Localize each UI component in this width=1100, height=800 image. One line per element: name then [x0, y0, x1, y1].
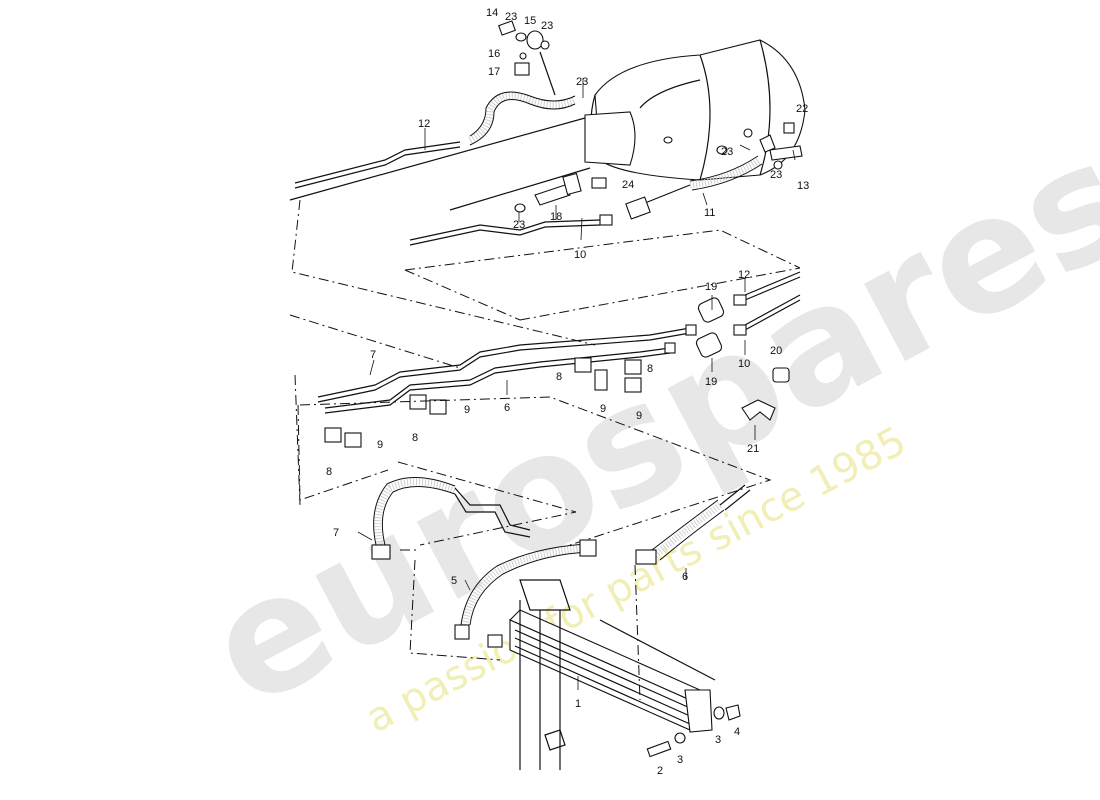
callout-4: 4 [734, 726, 740, 738]
callout-23: 23 [513, 219, 525, 231]
hose-7-lower [371, 476, 531, 560]
callout-16: 16 [488, 48, 500, 60]
callout-3: 3 [715, 734, 721, 746]
callout-9: 9 [464, 404, 470, 416]
oil-cooler [509, 579, 716, 770]
callout-7: 7 [333, 527, 339, 539]
callout-20: 20 [770, 345, 782, 357]
assembly-outline-mid [289, 314, 772, 546]
callout-8: 8 [326, 466, 332, 478]
callout-9: 9 [377, 439, 383, 451]
hose-5 [454, 539, 597, 648]
bolts-13-22 [743, 122, 803, 170]
assembly-outline-lower [400, 549, 641, 701]
clamp-20-21 [741, 367, 790, 421]
pipes-7-6 [317, 324, 697, 414]
clips-8-9 [324, 357, 642, 448]
transmission-housing [289, 39, 806, 211]
callout-8: 8 [412, 432, 418, 444]
banjo-fitting-group [498, 20, 556, 96]
hose-line-12-upper [294, 91, 577, 189]
callout-10: 10 [738, 358, 750, 370]
callout-23: 23 [505, 11, 517, 23]
callout-21: 21 [747, 443, 759, 455]
callout-labels: 14 23 15 23 16 17 23 12 22 23 23 13 24 1… [326, 7, 809, 777]
callout-12: 12 [418, 118, 430, 130]
line-10-upper [409, 214, 613, 246]
callout-1: 1 [575, 698, 581, 710]
callout-2: 2 [657, 765, 663, 777]
callout-18: 18 [550, 211, 562, 223]
callout-6: 6 [504, 402, 510, 414]
grommets-19 [695, 297, 725, 358]
callout-9: 9 [636, 410, 642, 422]
callout-19: 19 [705, 281, 717, 293]
callout-15: 15 [524, 15, 536, 27]
callout-9: 9 [600, 403, 606, 415]
callout-22: 22 [796, 103, 808, 115]
callout-13: 13 [797, 180, 809, 192]
callout-23: 23 [770, 169, 782, 181]
hose-6-lower [635, 484, 751, 565]
bolts-2-3-4 [646, 704, 741, 758]
callout-8: 8 [556, 371, 562, 383]
callout-23: 23 [541, 20, 553, 32]
callout-11: 11 [704, 207, 715, 219]
assembly-outline-upper [291, 199, 801, 346]
callout-23: 23 [576, 76, 588, 88]
assembly-outline-upper-b [404, 269, 521, 321]
callout-5: 5 [451, 575, 457, 587]
pipes-12-10-right [733, 271, 801, 336]
callout-12: 12 [738, 269, 750, 281]
callout-6: 6 [682, 571, 688, 583]
callout-24: 24 [622, 179, 634, 191]
leader-lines [357, 78, 796, 690]
callout-23: 23 [721, 146, 733, 158]
hose-11 [625, 155, 763, 220]
callout-10: 10 [574, 249, 586, 261]
callout-3: 3 [677, 754, 683, 766]
callout-19: 19 [705, 376, 717, 388]
plug-18-24 [514, 172, 607, 213]
callout-17: 17 [488, 66, 500, 78]
callout-8: 8 [647, 363, 653, 375]
callout-7: 7 [370, 349, 376, 361]
callout-14: 14 [486, 7, 498, 19]
